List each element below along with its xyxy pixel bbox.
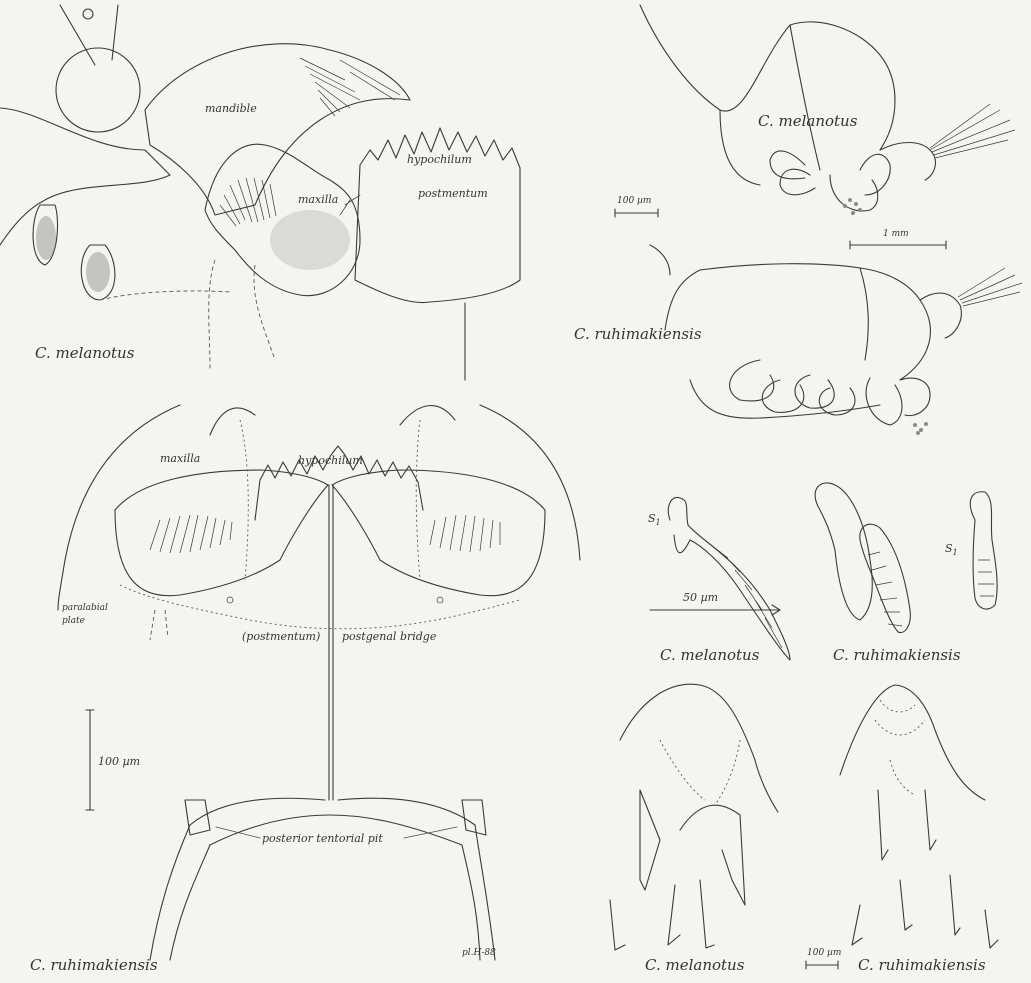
abdomen-ruhimakiensis-outline [650,245,930,380]
panel-ventral-head: maxilla hypochilum paralabial plate (pos… [30,405,580,974]
scale-label-ventral: 100 µm [98,755,140,768]
bottom-ruhimakiensis-outline [840,685,985,800]
postgenal-bridge-outline [190,798,475,825]
paralabial-plate-left [115,470,328,596]
scale-label-50um: 50 µm [683,591,718,604]
scale-bar-100um-bottom [806,961,838,969]
panel-title-setae-ruhimakiensis: C. ruhimakiensis [833,646,961,664]
label-maxilla: maxilla [298,193,338,206]
stipple-tip-melanotus [843,198,862,215]
seta-ruhimakiensis-hatching [868,552,902,626]
ventral-head-right-outline [480,405,580,560]
scale-label-1mm: 1 mm [883,229,909,239]
seta-ruhimakiensis-2 [860,524,911,632]
label-mandible: mandible [205,102,257,115]
paralabial-brush-left [150,515,232,553]
maxilla-stipple [270,210,350,270]
seta-ruhimakiensis-3 [970,492,997,609]
label-postmentum: postmentum [418,187,488,200]
panel-head-melanotus: mandible maxilla hypochilum postmentum C… [0,5,520,380]
label-hypochilum-ventral: hypochilum [298,454,363,467]
label-s1-a: S1 [648,512,661,527]
seta-ruhimakiensis-1 [815,483,872,620]
bottom-melanotus-outline [620,684,778,812]
setae-tuft-ruhimakiensis [958,268,1022,306]
panel-title-abdomen-melanotus: C. melanotus [758,112,858,130]
label-posterior-tentorial-pit: posterior tentorial pit [262,832,383,845]
panel-title-bottom-ruhimakiensis: C. ruhimakiensis [858,956,986,974]
antenna-outline [60,5,118,65]
median-suture-ventral [329,485,333,800]
setae-tuft-melanotus [930,104,1015,158]
label-maxilla-ventral: maxilla [160,452,200,465]
label-plate: plate [62,616,85,626]
coiled-tubules [730,360,902,425]
mandible-outline [145,44,410,215]
paralabial-plate-right [332,470,545,596]
seta-melanotus [668,497,790,660]
signature: pl.H-88 [462,948,496,958]
label-hypochilum: hypochilum [407,153,472,166]
panel-abdomen: 100 µm 1 mm C. melanotus C. ruhimakiensi… [574,5,1022,435]
scale-label-bottom: 100 µm [807,948,841,958]
antenna-pit [83,9,93,19]
abdomen-melanotus-outline [640,5,895,185]
label-postgenal-bridge: postgenal bridge [342,630,437,643]
panel-title-ventral: C. ruhimakiensis [30,956,158,974]
panel-title-bottom-melanotus: C. melanotus [645,956,745,974]
scale-bar-1mm [850,241,946,249]
seta-ruhimakiensis-3-hatching [978,560,994,596]
ventral-head-left-outline [58,405,180,610]
panel-title-setae-melanotus: C. melanotus [660,646,760,664]
scale-label-100um: 100 µm [617,196,651,206]
panel-title-abdomen-ruhimakiensis: C. ruhimakiensis [574,325,702,343]
mandible-teeth-hatching [300,58,400,116]
head-capsule-outline [0,108,170,245]
label-postmentum-ventral: (postmentum) [242,630,320,643]
stipple-tip-ruhimakiensis [913,422,928,435]
label-paralabial: paralabial [62,603,108,613]
scale-bar-100um-ventral [86,710,94,810]
scale-bar-100um [615,209,658,217]
maxilla-brush [220,178,276,226]
postmentum-outline [355,165,520,303]
eye-outline [56,48,140,132]
panel-setae: 50 µm S1 S1 C. melanotus C. ruhimakiensi… [648,483,997,664]
paralabial-brush-right [430,515,500,552]
label-s1-b: S1 [945,542,958,557]
panel-title-head: C. melanotus [35,344,135,362]
panel-bottom-right: 100 µm C. melanotus C. ruhimakiensis [610,684,998,974]
